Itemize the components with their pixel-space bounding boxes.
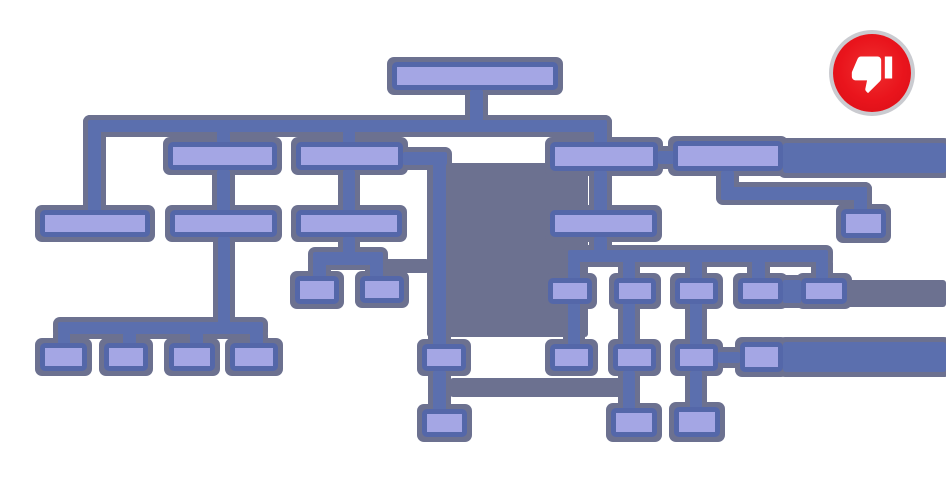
- connector-line: [123, 333, 136, 344]
- connector-line: [721, 187, 867, 200]
- sitemap-node: [674, 407, 720, 437]
- shadow-shape: [847, 280, 946, 307]
- sitemap-node: [675, 344, 718, 371]
- connector-line: [58, 322, 263, 334]
- sitemap-node: [392, 62, 558, 90]
- thumbs-down-badge[interactable]: [833, 34, 911, 112]
- sitemap-node: [422, 344, 466, 371]
- sitemap-node: [296, 210, 402, 237]
- connector-line: [854, 187, 867, 210]
- thumbs-down-icon: [851, 56, 893, 94]
- sitemap-node: [40, 343, 87, 371]
- connector-line: [250, 333, 263, 344]
- connector-line: [783, 280, 801, 303]
- connector-line: [217, 170, 230, 211]
- connector-line: [370, 263, 383, 277]
- connector-line: [433, 152, 446, 345]
- sitemap-node: [40, 210, 150, 237]
- shadow-shape: [450, 378, 626, 397]
- sitemap-node: [801, 278, 847, 304]
- sitemap-node: [550, 142, 658, 171]
- sitemap-node: [170, 210, 277, 237]
- connector-line: [313, 263, 326, 277]
- connector-line: [623, 371, 635, 409]
- sitemap-node: [738, 278, 783, 304]
- sitemap-node: [841, 209, 886, 238]
- connector-line: [594, 120, 607, 143]
- connector-line: [816, 261, 828, 279]
- sitemap-node: [614, 278, 656, 304]
- connector-line: [343, 131, 355, 143]
- sitemap-node: [548, 278, 592, 304]
- connector-line: [718, 352, 740, 363]
- connector-line: [690, 371, 702, 408]
- sitemap-node: [230, 343, 278, 371]
- connector-line: [690, 261, 702, 279]
- connector-line: [218, 237, 230, 324]
- sitemap-node: [613, 344, 656, 371]
- connector-line: [343, 237, 355, 254]
- sitemap-node: [550, 344, 593, 371]
- connector-line: [568, 261, 580, 279]
- connector-line: [623, 303, 635, 345]
- connector-line: [433, 371, 446, 410]
- connector-line: [594, 237, 607, 251]
- sitemap-node: [360, 276, 404, 303]
- connector-line: [721, 171, 734, 189]
- connector-line: [690, 303, 702, 345]
- sitemap-node: [295, 276, 339, 304]
- sitemap-node: [169, 343, 215, 371]
- connector-line: [658, 151, 674, 164]
- connector-line: [88, 120, 607, 132]
- sitemap-node: [675, 278, 718, 304]
- clipped-node-bar: [783, 342, 946, 372]
- connector-line: [752, 261, 765, 279]
- connector-line: [623, 261, 635, 279]
- connector-line: [343, 170, 355, 211]
- connector-line: [568, 303, 580, 345]
- sitemap-node: [168, 142, 277, 170]
- connector-line: [313, 252, 383, 265]
- connector-line: [58, 333, 70, 344]
- connector-line: [568, 250, 828, 262]
- connector-line: [190, 333, 203, 344]
- sitemap-node: [550, 210, 657, 237]
- sitemap-node: [673, 141, 783, 171]
- sitemap-node: [422, 409, 467, 437]
- sitemap-node: [611, 408, 657, 437]
- connector-line: [470, 90, 483, 121]
- connector-line: [217, 131, 230, 143]
- connector-line: [88, 120, 101, 211]
- sitemap-node: [296, 142, 403, 170]
- shadow-shape: [383, 259, 429, 273]
- sitemap-node: [740, 342, 783, 372]
- connector-line: [594, 171, 607, 211]
- clipped-node-bar: [783, 143, 946, 173]
- sitemap-node: [104, 343, 148, 371]
